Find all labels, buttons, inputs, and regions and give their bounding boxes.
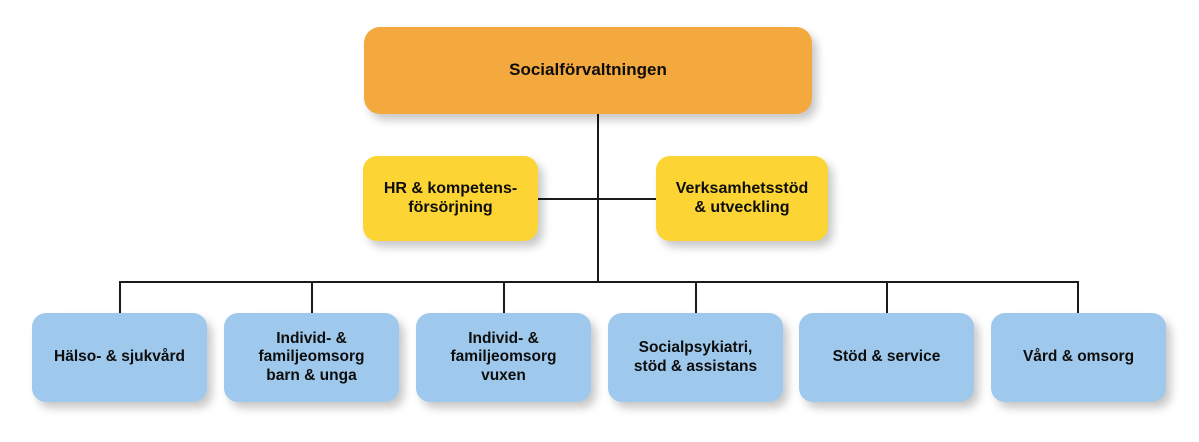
connector-drop-unit-6 [1077, 281, 1079, 314]
node-stod-service[interactable]: Stöd & service [799, 313, 974, 402]
connector-unit-bus [119, 281, 1078, 283]
node-individ-familjeomsorg-vuxen[interactable]: Individ- & familjeomsorg vuxen [416, 313, 591, 402]
connector-drop-unit-5 [886, 281, 888, 314]
connector-root-trunk [597, 112, 599, 283]
connector-trunk-staff-left [537, 198, 598, 200]
connector-trunk-staff-right [597, 198, 656, 200]
node-hr-kompetensforsorjning[interactable]: HR & kompetens- försörjning [363, 156, 538, 241]
connector-drop-unit-4 [695, 281, 697, 314]
node-halso-sjukvard[interactable]: Hälso- & sjukvård [32, 313, 207, 402]
node-individ-familjeomsorg-barn-unga[interactable]: Individ- & familjeomsorg barn & unga [224, 313, 399, 402]
node-vard-omsorg[interactable]: Vård & omsorg [991, 313, 1166, 402]
connector-drop-unit-1 [119, 281, 121, 314]
node-verksamhetsstod-utveckling[interactable]: Verksamhetsstöd & utveckling [656, 156, 828, 241]
node-socialpsykiatri-stod-assistans[interactable]: Socialpsykiatri, stöd & assistans [608, 313, 783, 402]
connector-drop-unit-2 [311, 281, 313, 314]
connector-drop-unit-3 [503, 281, 505, 314]
node-socialforvaltningen[interactable]: Socialförvaltningen [364, 27, 812, 114]
